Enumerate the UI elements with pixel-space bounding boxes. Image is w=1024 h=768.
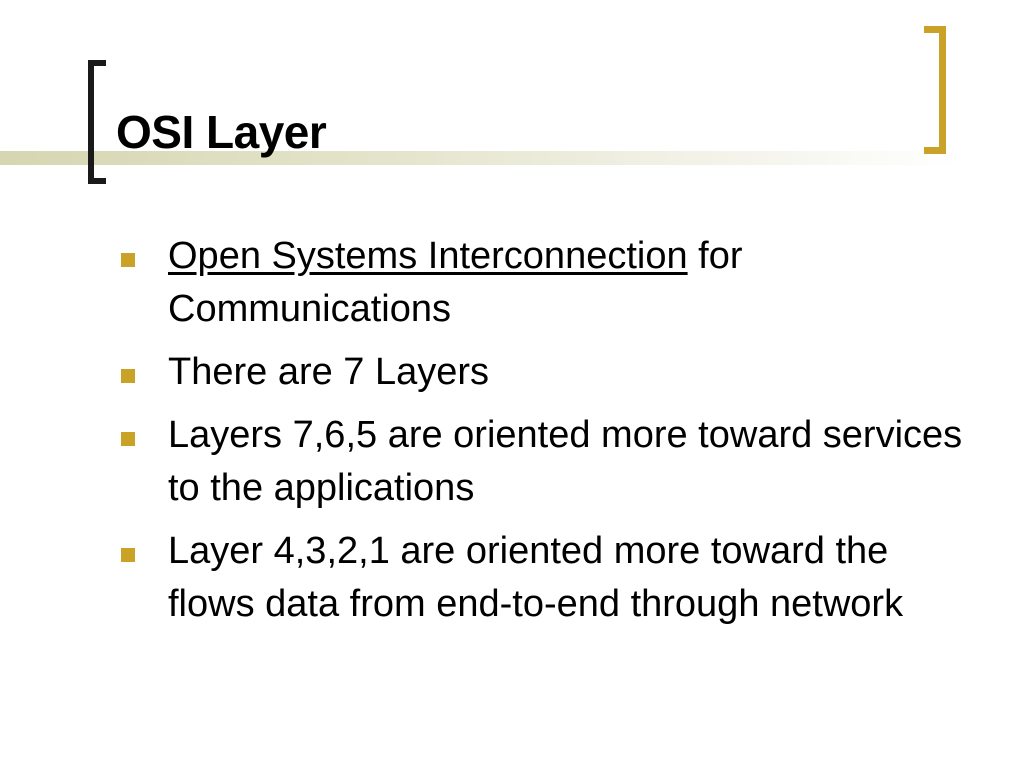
bullet-text: Layer 4,3,2,1 are oriented more toward t… bbox=[168, 530, 904, 625]
bullet-text: Layers 7,6,5 are oriented more toward se… bbox=[168, 414, 963, 509]
left-bracket-decoration bbox=[88, 60, 106, 184]
bullet-item: Layers 7,6,5 are oriented more toward se… bbox=[117, 409, 977, 515]
title-accent-band bbox=[0, 151, 960, 165]
bullet-item: Open Systems Interconnection for Communi… bbox=[117, 230, 977, 336]
square-bullet-icon bbox=[121, 369, 135, 383]
bullet-list: Open Systems Interconnection for Communi… bbox=[117, 230, 977, 641]
bullet-text: for Communications bbox=[168, 235, 743, 330]
bullet-item: There are 7 Layers bbox=[117, 346, 977, 399]
square-bullet-icon bbox=[121, 253, 135, 267]
osi-link[interactable]: Open Systems Interconnection bbox=[168, 235, 688, 277]
slide-title: OSI Layer bbox=[116, 106, 327, 158]
bullet-text: There are 7 Layers bbox=[168, 351, 490, 393]
square-bullet-icon bbox=[121, 432, 135, 446]
right-bracket-decoration bbox=[924, 26, 946, 154]
square-bullet-icon bbox=[121, 548, 135, 562]
bullet-item: Layer 4,3,2,1 are oriented more toward t… bbox=[117, 525, 977, 631]
